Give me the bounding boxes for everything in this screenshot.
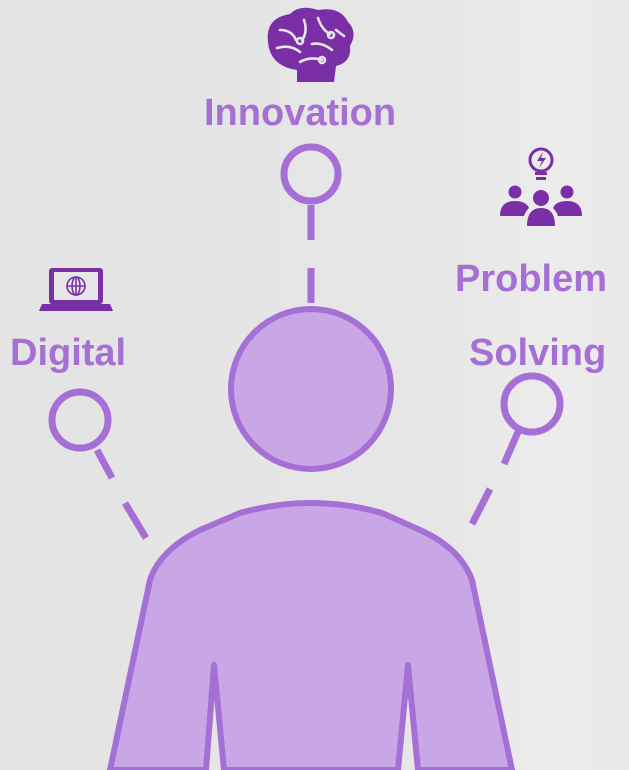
pin-innovation: [280, 143, 342, 303]
pin-digital-stem: [93, 448, 116, 480]
brain-icon: [267, 7, 354, 82]
label-problem-solving-line2: Solving: [469, 332, 607, 374]
laptop-globe-icon: [39, 268, 113, 311]
label-digital: Digital: [10, 332, 127, 374]
person-body: [107, 500, 515, 770]
pin-problem-solving-ring: [500, 372, 564, 436]
label-innovation: Innovation: [204, 92, 397, 134]
label-problem-solving-line1: Problem: [455, 258, 608, 300]
pin-innovation-ring: [280, 143, 342, 205]
pin-problem-solving-stem: [500, 430, 522, 466]
pin-digital-ring: [48, 388, 112, 452]
pin-digital-dash: [121, 501, 150, 540]
team-lightbulb-icon: [500, 147, 582, 226]
pin-problem-solving-dash: [468, 487, 494, 526]
person-head: [228, 306, 394, 472]
person-figure: [107, 306, 515, 770]
pin-problem-solving: [468, 372, 564, 526]
pin-digital: [48, 388, 150, 540]
